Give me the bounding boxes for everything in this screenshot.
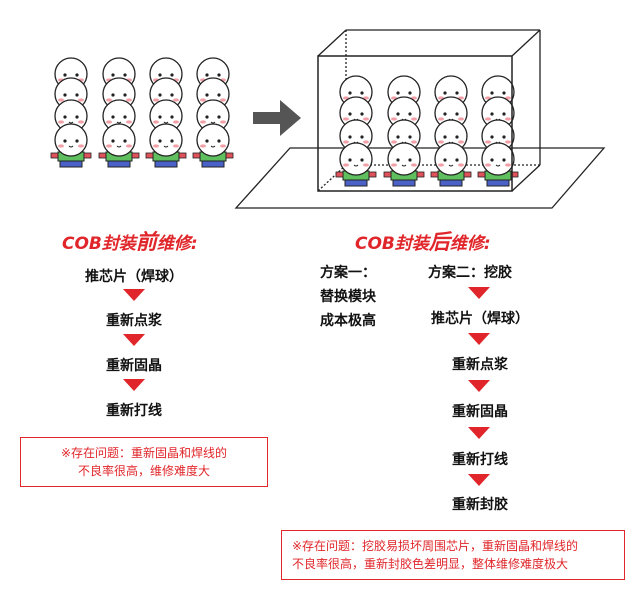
right-issue-line-2: 不良率很高，重新封胶色差明显，整体维修难度极大 bbox=[292, 557, 569, 571]
right-arrow-2 bbox=[468, 333, 490, 345]
right-step-4: 重新打线 bbox=[452, 452, 508, 468]
left-step-3: 重新固晶 bbox=[106, 358, 162, 374]
right-arrow-1 bbox=[468, 287, 490, 299]
left-title: COB封装前维修: bbox=[62, 230, 198, 254]
right-step-5: 重新封胶 bbox=[452, 497, 508, 513]
plan1-title: 方案一： bbox=[320, 265, 376, 281]
right-step-2: 重新点浆 bbox=[452, 357, 508, 373]
left-step-1: 推芯片（焊球） bbox=[85, 269, 183, 285]
plan1-line-3: 成本极高 bbox=[320, 313, 376, 329]
left-issue-line-1: ※存在问题：重新固晶和焊线的 bbox=[60, 446, 228, 460]
right-step-1: 推芯片（焊球） bbox=[431, 311, 529, 327]
left-step-2: 重新点浆 bbox=[106, 313, 162, 329]
transition-arrow-icon bbox=[253, 100, 301, 136]
right-title: COB封装后维修: bbox=[355, 230, 491, 254]
left-issue-line-2: 不良率很高，维修难度大 bbox=[77, 464, 210, 478]
right-issue-line-1: ※存在问题：挖胶易损坏周围芯片，重新固晶和焊线的 bbox=[292, 539, 579, 553]
right-step-3: 重新固晶 bbox=[452, 404, 508, 420]
encapsulation-box-front bbox=[317, 55, 513, 192]
plan2-title: 方案二：挖胶 bbox=[428, 265, 512, 281]
left-issue-box: ※存在问题：重新固晶和焊线的 不良率很高，维修难度大 bbox=[20, 437, 268, 487]
right-arrow-3 bbox=[468, 380, 490, 392]
right-arrow-4 bbox=[468, 427, 490, 439]
left-arrow-2 bbox=[123, 334, 145, 346]
left-arrow-3 bbox=[123, 379, 145, 391]
left-arrow-1 bbox=[123, 289, 145, 301]
plan1-line-2: 替换模块 bbox=[320, 289, 376, 305]
right-issue-box: ※存在问题：挖胶易损坏周围芯片，重新固晶和焊线的 不良率很高，重新封胶色差明显，… bbox=[281, 530, 625, 580]
right-arrow-5 bbox=[468, 474, 490, 486]
left-step-4: 重新打线 bbox=[106, 403, 162, 419]
left-chip-array bbox=[50, 57, 234, 168]
